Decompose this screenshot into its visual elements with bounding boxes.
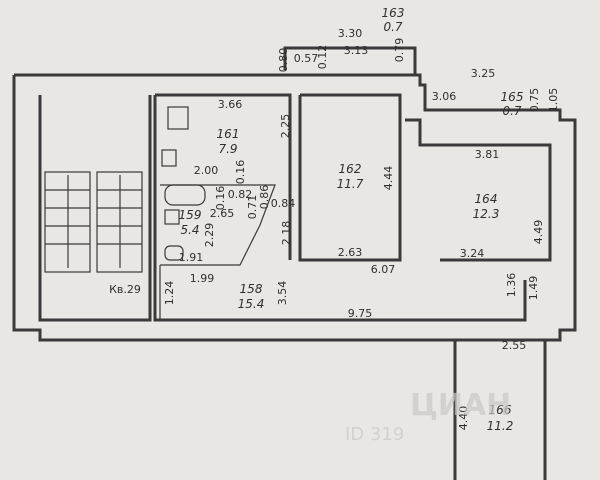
room-164-area: 12.3 — [473, 207, 500, 221]
dimension-label: 3.13 — [344, 44, 369, 57]
apartment-label: Кв.29 — [109, 283, 141, 296]
dimension-label: 9.75 — [348, 307, 373, 320]
walls — [12, 46, 577, 480]
room-162-area: 11.7 — [337, 177, 364, 191]
dimension-label: 3.25 — [471, 67, 496, 80]
dimension-label: 0.71 — [246, 195, 259, 220]
room-161-area: 7.9 — [218, 142, 237, 156]
dimension-label: 2.25 — [279, 114, 292, 139]
dimension-label: 6.07 — [371, 263, 396, 276]
stove-icon — [167, 106, 189, 130]
dimension-label: 1.99 — [190, 272, 215, 285]
dimension-label: 0.84 — [271, 197, 296, 210]
dimension-label: 2.18 — [280, 221, 293, 246]
room-labels: 161 7.9 162 11.7 163 0.7 164 12.3 165 0.… — [109, 6, 523, 433]
dimension-label: 2.00 — [194, 164, 219, 177]
dimension-label: 0.75 — [528, 88, 541, 113]
room-165-area: 0.7 — [502, 104, 521, 118]
fixtures — [161, 106, 206, 261]
dimension-label: 0.82 — [228, 188, 253, 201]
room-161-number: 161 — [217, 127, 240, 141]
room-166-area: 11.2 — [487, 419, 514, 433]
room-158-area: 15.4 — [238, 297, 265, 311]
dimension-label: 0.79 — [393, 38, 406, 63]
room-163-number: 163 — [382, 6, 405, 20]
watermark-id: ID 319 — [345, 424, 404, 445]
dimension-label: 2.55 — [502, 339, 527, 352]
room-166-number: 166 — [489, 403, 512, 417]
washbasin-icon — [164, 245, 184, 261]
dimension-label: 3.66 — [218, 98, 243, 111]
dimension-label: 3.06 — [432, 90, 457, 103]
dimension-label: 0.16 — [234, 160, 247, 185]
dimension-label: 0.16 — [214, 186, 227, 211]
room-159-area: 5.4 — [180, 223, 199, 237]
dimension-label: 4.44 — [382, 166, 395, 191]
room-164-number: 164 — [475, 192, 498, 206]
watermark: ЦИАН ID 319 — [345, 388, 511, 445]
dimension-label: 0.12 — [316, 45, 329, 70]
dimension-label: 3.24 — [460, 247, 485, 260]
dimension-label: 4.40 — [457, 406, 470, 431]
room-162-number: 162 — [339, 162, 362, 176]
dimension-label: 1.36 — [505, 273, 518, 298]
dimension-label: 2.29 — [203, 223, 216, 248]
room-159-number: 159 — [179, 208, 202, 222]
dimension-label: 0.86 — [258, 185, 271, 210]
dimension-label: 1.24 — [163, 281, 176, 306]
dimension-label: 0.57 — [294, 52, 319, 65]
dimension-label: 3.30 — [338, 27, 363, 40]
toilet-icon — [164, 209, 180, 225]
dimension-label: 3.54 — [276, 281, 289, 306]
dimension-label: 1.49 — [527, 276, 540, 301]
dimension-label: 2.63 — [338, 246, 363, 259]
room-158-number: 158 — [240, 282, 263, 296]
watermark-logo: ЦИАН — [410, 388, 511, 423]
dimension-label: 0.80 — [277, 48, 290, 73]
dimension-label: 3.81 — [475, 148, 500, 161]
staircase — [44, 171, 143, 273]
dimension-label: 1.91 — [179, 251, 204, 264]
bathtub-icon — [164, 184, 206, 206]
room-165-number: 165 — [501, 90, 524, 104]
dimension-labels: 3.30 3.13 0.80 0.57 0.12 0.79 3.25 3.06 … — [163, 27, 560, 430]
dimension-label: 4.49 — [532, 220, 545, 245]
room-163-area: 0.7 — [383, 20, 402, 34]
dimension-label: 2.65 — [210, 207, 235, 220]
sink-icon — [161, 149, 177, 167]
dimension-label: 1.05 — [547, 88, 560, 113]
